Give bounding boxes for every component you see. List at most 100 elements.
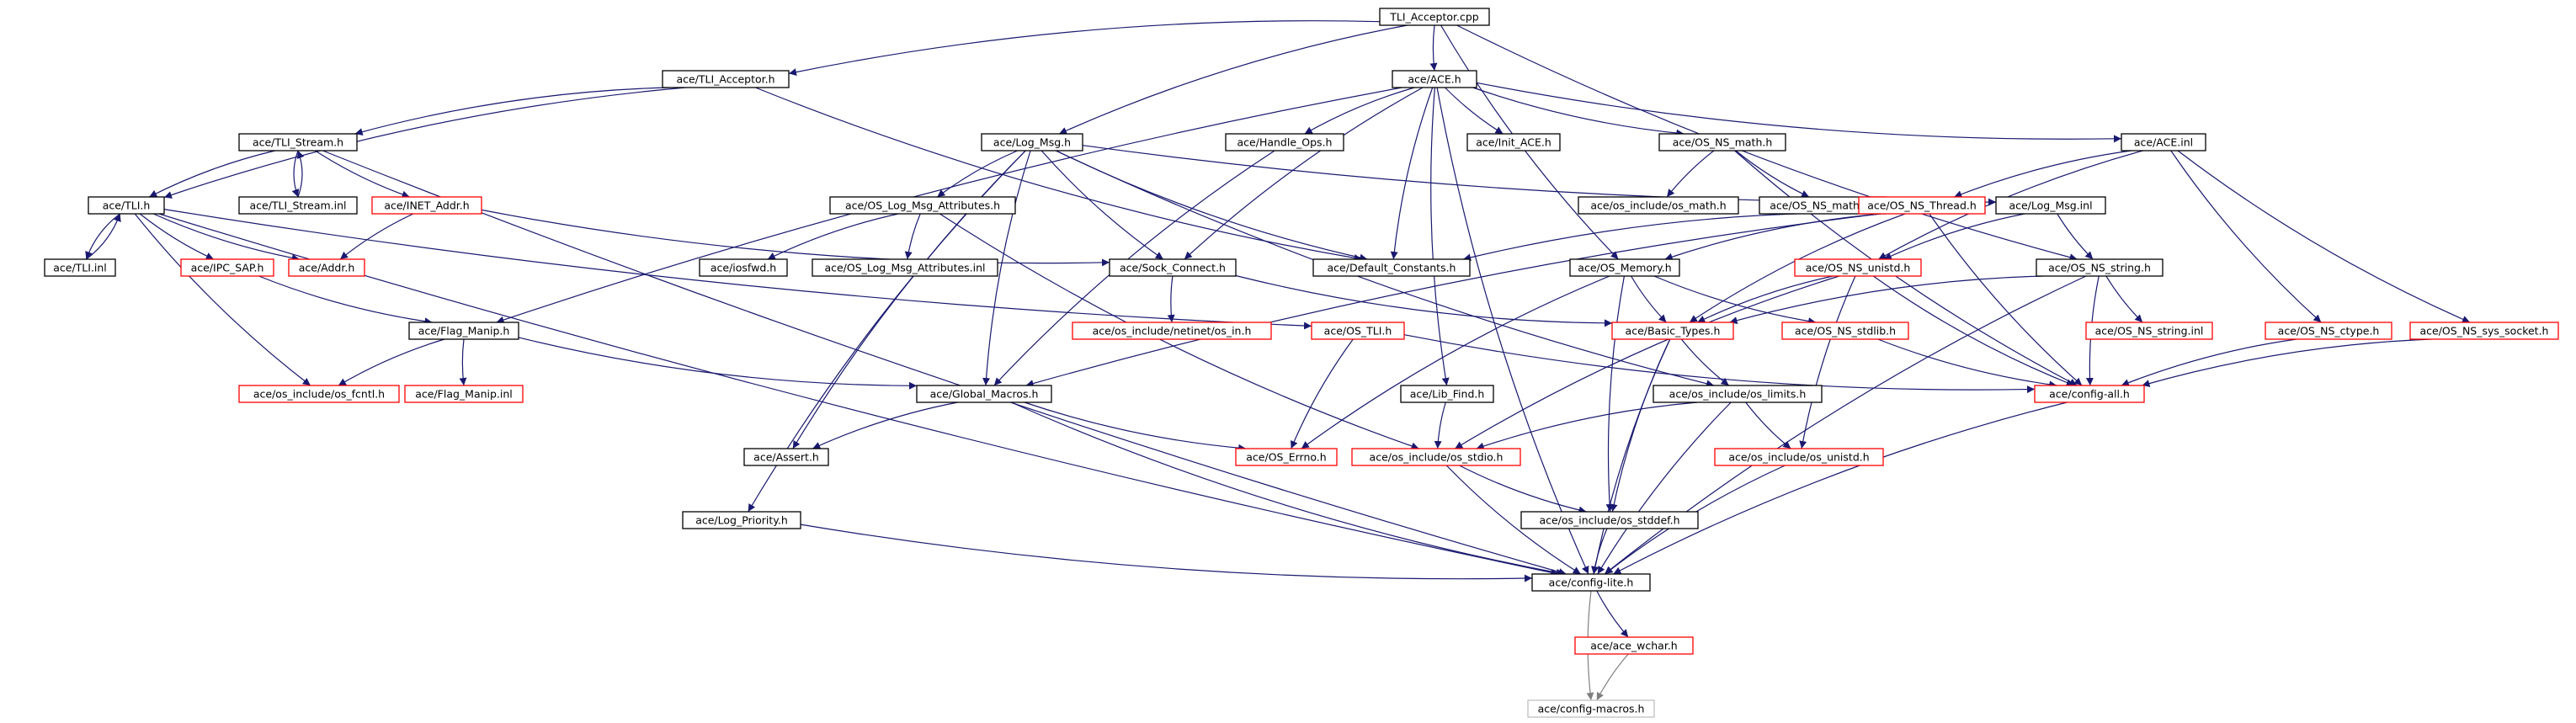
node-label: ace/ACE.inl	[2134, 136, 2193, 149]
node-label: ace/Log_Msg.h	[993, 136, 1071, 149]
edge-tli_stream_h-to-inet_addr_h	[315, 150, 410, 199]
edge-tli_stream_inl-to-tli_stream_h	[296, 150, 305, 198]
node-os-ns-math-h[interactable]: ace/OS_NS_math.h	[1658, 133, 1786, 152]
edge-line	[459, 338, 467, 386]
node-os-memory-h[interactable]: ace/OS_Memory.h	[1569, 258, 1680, 277]
edge-flag_manip_h-to-global_macros_h	[518, 337, 918, 390]
edge-line	[1653, 275, 1817, 326]
node-addr-h[interactable]: ace/Addr.h	[288, 258, 365, 277]
edge-line	[1596, 590, 1629, 638]
node-os-errno-h[interactable]: ace/OS_Errno.h	[1235, 448, 1338, 466]
node-label: ace/OS_TLI.h	[1324, 325, 1392, 338]
node-ace-wchar-h[interactable]: ace/ace_wchar.h	[1574, 636, 1694, 655]
edge-os_ns_math_h-to-config_all_h	[1734, 150, 2078, 386]
node-box	[812, 258, 998, 277]
edge-os_log_msg_attr_h-to-os_include_os_stdio_h	[939, 213, 1419, 450]
edge-tli_h-to-os_tli_h	[163, 209, 1312, 330]
node-os-include-netinet-in-h[interactable]: ace/os_include/netinet/os_in.h	[1072, 322, 1272, 340]
node-init-ace-h[interactable]: ace/Init_ACE.h	[1466, 133, 1561, 152]
node-flag-manip-inl[interactable]: ace/Flag_Manip.inl	[404, 385, 524, 403]
node-label: ace/OS_Errno.h	[1246, 451, 1326, 464]
node-default-constants-h[interactable]: ace/Default_Constants.h	[1312, 258, 1471, 277]
edge-ace_h-to-os_ns_math_h	[1472, 87, 1685, 137]
node-box	[1658, 133, 1786, 152]
node-tli-stream-h[interactable]: ace/TLI_Stream.h	[238, 133, 358, 152]
node-config-lite-h[interactable]: ace/config-lite.h	[1531, 573, 1651, 592]
node-os-include-os-limits-h[interactable]: ace/os_include/os_limits.h	[1653, 385, 1823, 403]
edge-line	[518, 337, 918, 390]
edge-tli_h-to-os_include_os_fcntl_h	[134, 213, 311, 386]
node-ace-h[interactable]: ace/ACE.h	[1392, 70, 1477, 88]
node-iosfwd-h[interactable]: ace/iosfwd.h	[699, 258, 788, 277]
edge-line	[496, 87, 1402, 324]
node-handle-ops-h[interactable]: ace/Handle_Ops.h	[1225, 133, 1344, 152]
edge-basic_types_h-to-config_lite_h	[1591, 338, 1671, 575]
node-assert-h[interactable]: ace/Assert.h	[743, 448, 829, 466]
node-basic-types-h[interactable]: ace/Basic_Types.h	[1611, 322, 1734, 340]
edge-line	[296, 150, 305, 198]
node-ace-inl[interactable]: ace/ACE.inl	[2121, 133, 2206, 152]
node-label: ace/TLI_Stream.inl	[249, 199, 346, 212]
node-tli-stream-inl[interactable]: ace/TLI_Stream.inl	[238, 196, 358, 215]
node-config-macros-h[interactable]: ace/config-macros.h	[1527, 699, 1655, 718]
edge-line	[148, 150, 275, 198]
edge-os_ns_math_h-to-os_include_os_math_h	[1666, 150, 1715, 198]
node-os-ns-string-h[interactable]: ace/OS_NS_string.h	[2036, 258, 2164, 277]
node-box	[662, 70, 790, 88]
node-os-include-os-unistd-h[interactable]: ace/os_include/os_unistd.h	[1714, 448, 1884, 466]
node-global-macros-h[interactable]: ace/Global_Macros.h	[916, 385, 1052, 403]
edge-line	[1436, 87, 1589, 575]
edge-line	[1631, 275, 1667, 323]
edge-ace_h-to-handle_ops_h	[1304, 87, 1415, 135]
edge-line	[163, 87, 686, 199]
edges-layer	[85, 20, 2471, 701]
node-tli-inl[interactable]: ace/TLI.inl	[44, 258, 116, 277]
node-os-include-os-math-h[interactable]: ace/os_include/os_math.h	[1578, 196, 1739, 215]
edge-inet_addr_h-to-addr_h	[339, 213, 414, 260]
edge-ace_h-to-flag_manip_h	[496, 87, 1402, 324]
node-box	[829, 196, 1016, 215]
node-flag-manip-h[interactable]: ace/Flag_Manip.h	[408, 322, 519, 340]
node-os-include-os-stdio-h[interactable]: ace/os_include/os_stdio.h	[1351, 448, 1521, 466]
node-os-ns-ctype-h[interactable]: ace/OS_NS_ctype.h	[2265, 322, 2392, 340]
edge-os_memory_h-to-os_include_os_stddef_h	[1605, 275, 1625, 513]
node-box	[2036, 258, 2164, 277]
node-box	[1569, 258, 1680, 277]
node-acceptor-h[interactable]: ace/TLI_Acceptor.h	[662, 70, 790, 88]
node-sock-connect-h[interactable]: ace/Sock_Connect.h	[1109, 258, 1237, 277]
node-os-include-os-fcntl-h[interactable]: ace/os_include/os_fcntl.h	[238, 385, 400, 403]
node-os-log-msg-attr-h[interactable]: ace/OS_Log_Msg_Attributes.h	[829, 196, 1016, 215]
node-log-msg-h[interactable]: ace/Log_Msg.h	[981, 133, 1083, 152]
edge-line	[2121, 338, 2297, 386]
node-os-log-msg-attr-inl[interactable]: ace/OS_Log_Msg_Attributes.inl	[812, 258, 998, 277]
node-config-all-h[interactable]: ace/config-all.h	[2034, 385, 2145, 403]
node-os-ns-stdlib-h[interactable]: ace/OS_NS_stdlib.h	[1781, 322, 1909, 340]
edge-flag_manip_h-to-flag_manip_inl	[459, 338, 467, 386]
node-lib-find-h[interactable]: ace/Lib_Find.h	[1400, 385, 1494, 403]
node-os-ns-sys-socket-h[interactable]: ace/OS_NS_sys_socket.h	[2409, 322, 2559, 340]
node-inet-addr-h[interactable]: ace/INET_Addr.h	[371, 196, 482, 215]
node-log-priority-h[interactable]: ace/Log_Priority.h	[682, 511, 801, 529]
edge-line	[1445, 87, 1504, 135]
node-tli-h[interactable]: ace/TLI.h	[88, 196, 165, 215]
edge-line	[1610, 338, 1671, 513]
node-log-msg-inl[interactable]: ace/Log_Msg.inl	[1995, 196, 2106, 215]
edge-line	[812, 401, 958, 449]
edge-line	[1056, 150, 1368, 262]
node-os-ns-unistd-h[interactable]: ace/OS_NS_unistd.h	[1794, 258, 1922, 277]
node-label: ace/Init_ACE.h	[1476, 136, 1551, 149]
edge-tli_stream_h-to-tli_stream_inl	[291, 150, 300, 198]
node-os-ns-thread-h[interactable]: ace/OS_NS_Thread.h	[1858, 196, 1986, 215]
edge-os_log_msg_attr_h-to-iosfwd_h	[767, 213, 899, 260]
node-os-ns-math-inl[interactable]: ace/OS_NS_math.inl	[1759, 196, 1887, 215]
node-label: ace/OS_Log_Msg_Attributes.h	[845, 199, 1000, 212]
node-box	[1794, 258, 1922, 277]
node-os-tli-h[interactable]: ace/OS_TLI.h	[1311, 322, 1405, 340]
edge-log_msg_h-to-assert_h	[792, 150, 1026, 449]
edge-line	[258, 275, 433, 326]
node-os-ns-string-inl[interactable]: ace/OS_NS_string.inl	[2085, 322, 2213, 340]
node-acceptor-cpp[interactable]: TLI_Acceptor.cpp	[1379, 8, 1490, 26]
node-box	[1858, 196, 1986, 215]
node-os-include-os-stddef-h[interactable]: ace/os_include/os_stddef.h	[1520, 511, 1699, 529]
node-ipc-sap-h[interactable]: ace/IPC_SAP.h	[180, 258, 274, 277]
